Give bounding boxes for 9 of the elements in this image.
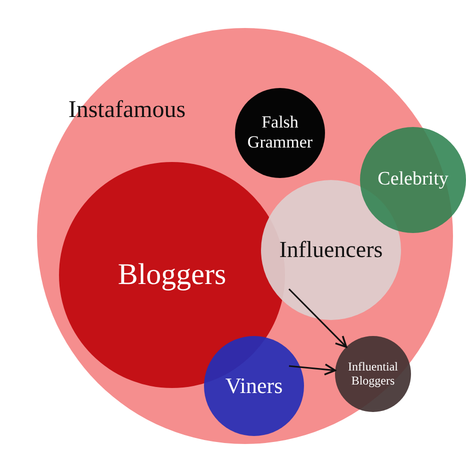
circle-label: Influencers: [278, 236, 384, 264]
arrow: [288, 363, 336, 376]
circle-label: Viners: [224, 372, 284, 400]
circle-label: Influential Bloggers: [347, 360, 399, 388]
circle-label: Instafamous: [67, 96, 187, 125]
circle-label: Falsh Grammer: [246, 112, 314, 154]
circle-label: Bloggers: [116, 257, 228, 293]
circle-label: Celebrity: [376, 168, 450, 192]
arrow: [288, 288, 348, 348]
